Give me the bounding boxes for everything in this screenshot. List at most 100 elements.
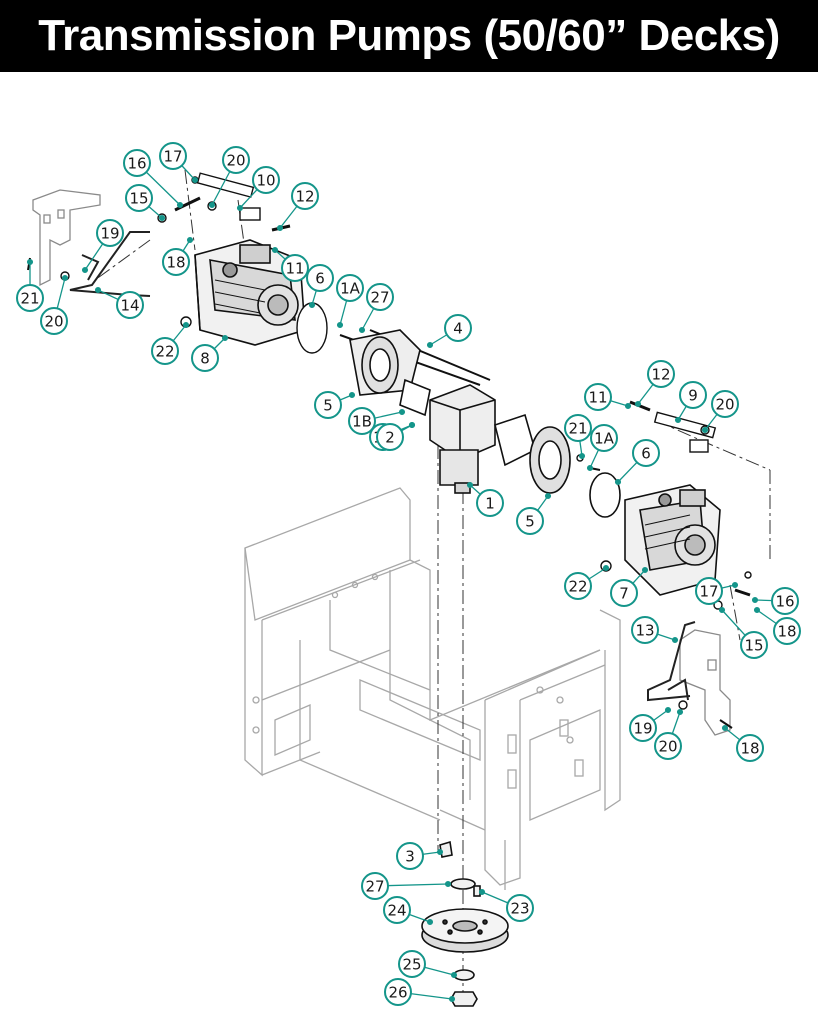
callout-label: 1A bbox=[340, 280, 361, 298]
callout-label: 6 bbox=[641, 445, 651, 463]
right-transmission-pump bbox=[624, 484, 721, 596]
callout-arrow-tip bbox=[271, 246, 279, 254]
callout-arrow-tip bbox=[191, 176, 199, 184]
callout-circle bbox=[398, 950, 426, 978]
callout-label: 12 bbox=[651, 366, 670, 384]
callout-arrow-tip bbox=[176, 201, 184, 209]
callout-arrow-tip bbox=[448, 995, 456, 1003]
callout-arrow-tip bbox=[186, 236, 194, 244]
callout-label: 24 bbox=[387, 902, 406, 920]
callout-circle bbox=[773, 617, 801, 645]
callout-arrow-tip bbox=[236, 204, 244, 212]
callout-circle bbox=[631, 616, 659, 644]
callout-label: 10 bbox=[256, 172, 275, 190]
callout-circle bbox=[384, 978, 412, 1006]
callout-label: 21 bbox=[568, 420, 587, 438]
gearbox-assembly bbox=[339, 329, 621, 518]
callout-circle bbox=[654, 732, 682, 760]
callout-group: 16172010151219181121201461A27228451B1B21… bbox=[16, 142, 801, 1006]
callout-circle bbox=[191, 344, 219, 372]
callout-circle bbox=[740, 631, 768, 659]
callout-arrow-tip bbox=[664, 706, 672, 714]
callout-label: 2 bbox=[385, 429, 395, 447]
callout-label: 7 bbox=[619, 585, 629, 603]
callout-circle bbox=[306, 264, 334, 292]
callout-circle bbox=[151, 337, 179, 365]
callout-label: 21 bbox=[20, 290, 39, 308]
callout-arrow-tip bbox=[624, 402, 632, 410]
callout-label: 17 bbox=[699, 583, 718, 601]
callout-arrow-tip bbox=[182, 321, 190, 329]
callout-label: 18 bbox=[777, 623, 796, 641]
callout-arrow-tip bbox=[26, 258, 34, 266]
callout-circle bbox=[96, 219, 124, 247]
left-transmission-pump bbox=[194, 239, 306, 346]
callout-arrow-tip bbox=[586, 464, 594, 472]
callout-arrow-tip bbox=[308, 301, 316, 309]
callout-circle bbox=[711, 390, 739, 418]
callout-circle bbox=[222, 146, 250, 174]
callout-circle bbox=[629, 714, 657, 742]
callout-label: 22 bbox=[155, 343, 174, 361]
callout-label: 20 bbox=[658, 738, 677, 756]
left-control-bracket bbox=[32, 189, 101, 287]
right-control-bracket bbox=[679, 629, 731, 736]
callout-label: 27 bbox=[365, 878, 384, 896]
callout-circle bbox=[679, 381, 707, 409]
callout-circle bbox=[516, 507, 544, 535]
callout-circle bbox=[647, 360, 675, 388]
callout-arrow-tip bbox=[221, 334, 229, 342]
callout-circle bbox=[564, 414, 592, 442]
chassis-frame bbox=[244, 487, 621, 890]
callout-label: 1A bbox=[594, 430, 615, 448]
callout-arrow-tip bbox=[674, 416, 682, 424]
pulley-stack bbox=[421, 840, 509, 1007]
callout-arrow-tip bbox=[358, 326, 366, 334]
callout-circle bbox=[506, 894, 534, 922]
callout-circle bbox=[291, 182, 319, 210]
callout-arrow-tip bbox=[81, 266, 89, 274]
callout-arrow-tip bbox=[444, 880, 452, 888]
callout-circle bbox=[162, 248, 190, 276]
callout-circle bbox=[632, 439, 660, 467]
callout-arrow-tip bbox=[94, 286, 102, 294]
callout-arrow-tip bbox=[208, 201, 216, 209]
callout-label: 4 bbox=[453, 320, 463, 338]
callout-arrow-tip bbox=[398, 408, 406, 416]
callout-label: 12 bbox=[295, 188, 314, 206]
callout-circle bbox=[125, 184, 153, 212]
callout-arrow-tip bbox=[751, 596, 759, 604]
callout-arrow-tip bbox=[753, 606, 761, 614]
callout-circle bbox=[736, 734, 764, 762]
callout-label: 20 bbox=[715, 396, 734, 414]
title-bar: Transmission Pumps (50/60” Decks) bbox=[0, 0, 818, 72]
callout-label: 18 bbox=[166, 254, 185, 272]
right-control-rod bbox=[647, 621, 696, 702]
callout-arrow-tip bbox=[614, 478, 622, 486]
callout-arrow-tip bbox=[544, 492, 552, 500]
callout-arrow-tip bbox=[426, 918, 434, 926]
callout-circle bbox=[564, 572, 592, 600]
callout-circle bbox=[476, 489, 504, 517]
callout-circle bbox=[16, 284, 44, 312]
callout-circle bbox=[366, 283, 394, 311]
page-title: Transmission Pumps (50/60” Decks) bbox=[38, 11, 780, 60]
callout-label: 8 bbox=[200, 350, 210, 368]
callout-circle bbox=[116, 291, 144, 319]
callout-label: 20 bbox=[226, 152, 245, 170]
callout-label: 15 bbox=[744, 637, 763, 655]
callout-circle bbox=[361, 872, 389, 900]
callout-arrow-tip bbox=[276, 224, 284, 232]
callout-label: 19 bbox=[100, 225, 119, 243]
callout-label: 11 bbox=[285, 260, 304, 278]
callout-label: 1B bbox=[352, 413, 372, 431]
callout-label: 11 bbox=[588, 389, 607, 407]
callout-circle bbox=[252, 166, 280, 194]
callout-circle bbox=[610, 579, 638, 607]
callout-circle bbox=[444, 314, 472, 342]
callout-label: 14 bbox=[120, 297, 139, 315]
callout-circle bbox=[584, 383, 612, 411]
callout-arrow-tip bbox=[641, 566, 649, 574]
callout-arrow-tip bbox=[701, 426, 709, 434]
callout-label: 15 bbox=[129, 190, 148, 208]
